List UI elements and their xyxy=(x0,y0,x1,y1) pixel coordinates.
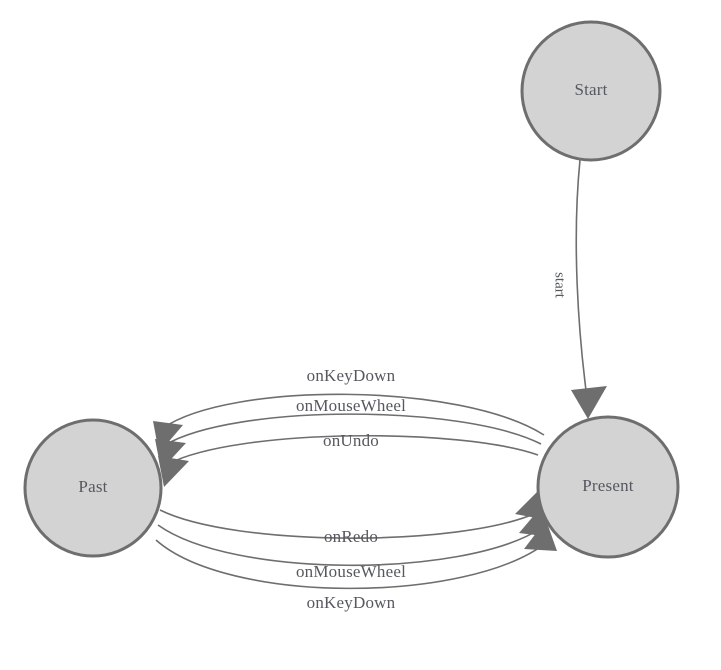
edge-past-to-present-onredo[interactable]: onRedo xyxy=(159,489,547,546)
edge-present-to-past-onkeydown-path xyxy=(162,393,545,436)
edge-present-to-past-onundo-arrowhead xyxy=(158,456,189,487)
edge-label-present-past-onmousewheel: onMouseWheel xyxy=(296,396,406,415)
node-present-label: Present xyxy=(582,476,634,495)
edge-start-to-present-arrowhead xyxy=(571,386,607,419)
node-past[interactable]: Past xyxy=(23,418,163,558)
node-present-circle xyxy=(536,415,680,559)
edge-label-past-present-onmousewheel: onMouseWheel xyxy=(296,562,406,581)
edge-present-to-past-onmousewheel-path xyxy=(164,413,542,446)
edge-label-past-present-onkeydown: onKeyDown xyxy=(307,593,396,612)
edge-past-to-present-onkeydown-path xyxy=(155,539,547,590)
node-start[interactable]: Start xyxy=(520,20,662,162)
node-start-label: Start xyxy=(574,80,607,99)
node-past-circle xyxy=(23,418,163,558)
edge-past-to-present-onredo-path xyxy=(159,509,537,539)
edge-past-to-present-onkeydown-arrowhead xyxy=(524,520,557,551)
edge-label-present-past-onkeydown: onKeyDown xyxy=(307,366,396,385)
edge-present-to-past-onundo[interactable]: onUndo xyxy=(158,431,539,487)
edge-present-to-past-onundo-path xyxy=(167,434,539,465)
node-present[interactable]: Present xyxy=(536,415,680,559)
edge-label-past-present-onredo: onRedo xyxy=(324,527,378,546)
edge-label-start: start xyxy=(552,272,568,299)
node-start-circle xyxy=(520,20,662,162)
edge-label-present-past-onundo: onUndo xyxy=(323,431,379,450)
node-past-label: Past xyxy=(78,477,107,496)
edge-start-to-present-path xyxy=(575,159,588,399)
edge-start-to-present[interactable]: start xyxy=(552,159,607,419)
edge-past-to-present-onkeydown[interactable]: onKeyDown xyxy=(155,520,557,612)
edge-past-to-present-onmousewheel-path xyxy=(157,524,541,567)
